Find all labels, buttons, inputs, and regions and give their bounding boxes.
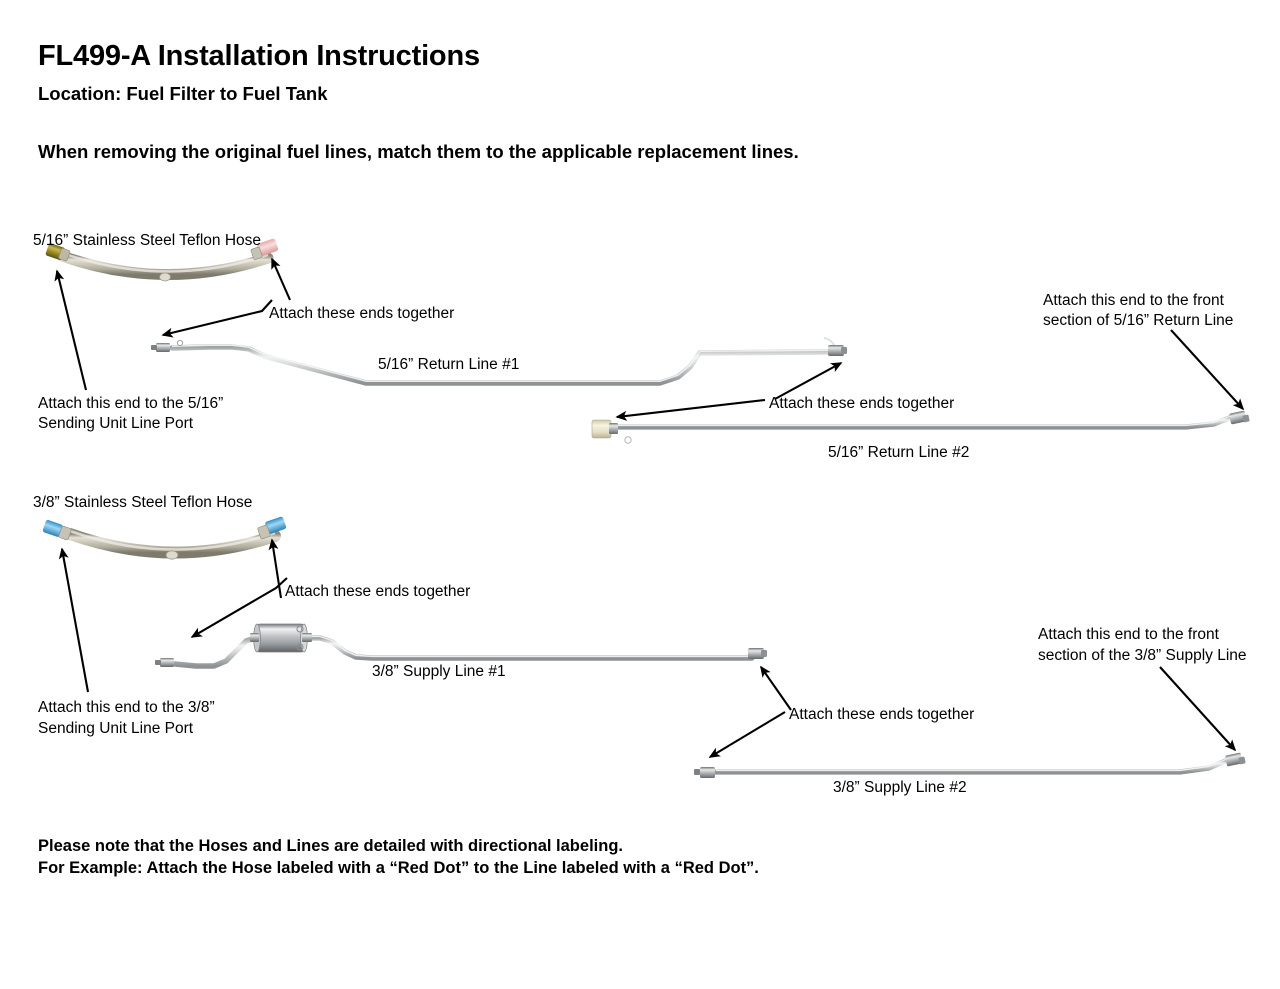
- hose-38-right-fitting: [257, 516, 287, 540]
- return-line-2-highlight: [615, 414, 1233, 427]
- arrow-front-section-516: [1170, 329, 1245, 411]
- label-hose-38: 3/8” Stainless Steel Teflon Hose: [33, 494, 253, 511]
- callout-sending-unit-516-line-1: Attach this end to the 5/16”: [38, 395, 224, 412]
- label-return-line-1: 5/16” Return Line #1: [378, 356, 520, 373]
- return-line-2-left-fitting: [591, 419, 632, 444]
- arrow-hose-38-right-end: [268, 538, 283, 599]
- return-line-1-left-fitting: [151, 339, 184, 352]
- callout-attach-ends-line1-line2: Attach these ends together: [769, 395, 955, 412]
- inline-fuel-filter: [250, 623, 312, 653]
- supply-line-1-tube-right: [302, 635, 755, 661]
- callout-front-section-516-line-1: Attach this end to the front: [1043, 292, 1224, 309]
- hose-38-center-ferrule: [165, 550, 179, 560]
- arrow-supply2-left-end: [708, 711, 786, 758]
- supply-line-2-tube: [713, 757, 1231, 775]
- return-line-1: [151, 337, 847, 386]
- callout-sending-unit-38-line-1: Attach this end to the 3/8”: [38, 699, 215, 716]
- footer-note-line-2: For Example: Attach the Hose labeled wit…: [38, 859, 759, 877]
- callout-attach-ends-supply1-supply2: Attach these ends together: [789, 706, 975, 723]
- hose-516-assembly: [45, 238, 279, 282]
- callout-sending-unit-516-line-2: Sending Unit Line Port: [38, 415, 194, 432]
- hose-516-highlight: [61, 251, 269, 273]
- return-line-2: [591, 410, 1250, 444]
- label-supply-line-1: 3/8” Supply Line #1: [372, 663, 506, 680]
- supply-line-2-left-fitting: [694, 767, 715, 778]
- supply-line-1-left-fitting: [155, 658, 174, 667]
- supply-line-1-highlight: [305, 635, 752, 658]
- arrow-hose-38-sending-unit: [58, 547, 90, 693]
- hose-516-right-fitting: [250, 238, 279, 260]
- callout-attach-ends-hose516-line1: Attach these ends together: [269, 305, 455, 322]
- label-return-line-2: 5/16” Return Line #2: [828, 444, 970, 461]
- page-title: FL499-A Installation Instructions: [38, 40, 480, 72]
- supply-line-2-highlight: [716, 757, 1229, 772]
- supply-line-1-tube-left: [172, 635, 259, 669]
- location-subtitle: Location: Fuel Filter to Fuel Tank: [38, 83, 328, 104]
- label-supply-line-2: 3/8” Supply Line #2: [833, 779, 967, 796]
- arrow-hose-516-right-end: [271, 257, 291, 301]
- callout-front-section-38-line-1: Attach this end to the front: [1038, 626, 1219, 643]
- supply-line-1-right-fitting: [748, 648, 767, 659]
- return-line-1-highlight: [171, 344, 829, 382]
- callout-sending-unit-38-line-2: Sending Unit Line Port: [38, 720, 194, 737]
- arrow-attach-ends-3-to-supply1: [190, 577, 288, 638]
- label-hose-516: 5/16” Stainless Steel Teflon Hose: [33, 232, 262, 249]
- hose-38-left-fitting: [42, 520, 72, 541]
- arrow-front-section-38: [1159, 666, 1237, 752]
- arrow-line2-left-end: [615, 398, 766, 421]
- arrow-line1-right-end: [774, 362, 843, 400]
- hose-38-assembly: [42, 516, 287, 560]
- supply-line-1: [155, 623, 767, 669]
- return-line-1-right-fitting: [823, 337, 847, 356]
- callout-front-section-38-line-2: section of the 3/8” Supply Line: [1038, 647, 1247, 664]
- callout-attach-ends-hose38-supply1: Attach these ends together: [285, 583, 471, 600]
- footer-note-line-1: Please note that the Hoses and Lines are…: [38, 837, 623, 855]
- hose-516-center-ferrule: [159, 272, 171, 282]
- supply-line-2-right-fitting: [1225, 752, 1246, 767]
- hose-516-left-fitting: [45, 243, 71, 262]
- return-line-2-tube: [612, 414, 1235, 430]
- arrow-supply1-right-end: [760, 665, 792, 711]
- callout-front-section-516-line-2: section of 5/16” Return Line: [1043, 312, 1234, 329]
- return-line-1-tube: [169, 344, 831, 386]
- supply-line-2: [694, 752, 1246, 778]
- return-line-2-right-fitting: [1229, 410, 1250, 425]
- hose-38-highlight: [69, 529, 276, 551]
- arrow-attach-ends-1-to-line1: [161, 299, 273, 338]
- primary-instruction: When removing the original fuel lines, m…: [38, 141, 799, 162]
- arrow-hose-516-sending-unit: [54, 269, 88, 391]
